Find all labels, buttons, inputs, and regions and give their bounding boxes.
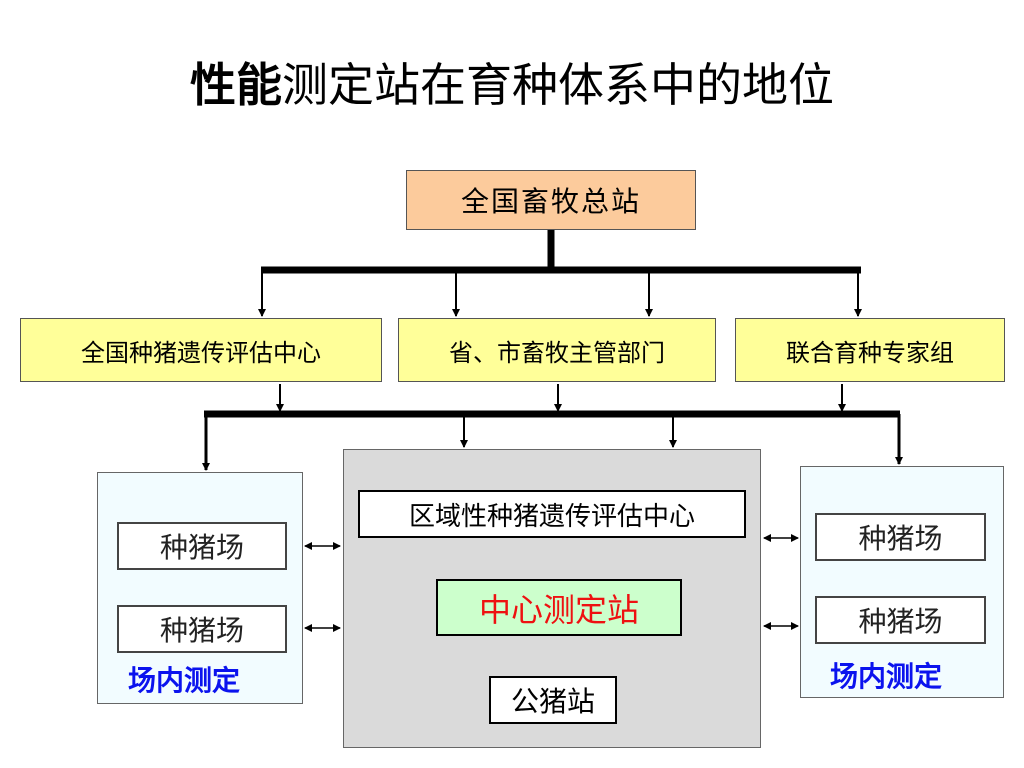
- provincial-department-box: 省、市畜牧主管部门: [398, 318, 716, 382]
- expert-group-box: 联合育种专家组: [735, 318, 1005, 382]
- right-farm-box-2: 种猪场: [815, 596, 986, 644]
- left-farm-panel: [97, 472, 303, 704]
- left-onfarm-testing-label: 场内测定: [128, 664, 241, 697]
- boar-station-box: 公猪站: [489, 676, 617, 724]
- left-farm-box-1: 种猪场: [117, 522, 287, 570]
- title-rest-part: 测定站在育种体系中的地位: [282, 58, 834, 112]
- national-station-box: 全国畜牧总站: [406, 170, 696, 230]
- regional-evaluation-center-box: 区域性种猪遗传评估中心: [358, 490, 746, 538]
- right-onfarm-testing-label: 场内测定: [830, 660, 943, 693]
- page-title: 性能测定站在育种体系中的地位: [0, 58, 1024, 113]
- right-farm-panel: [800, 466, 1004, 698]
- left-farm-box-2: 种猪场: [117, 605, 287, 653]
- right-farm-box-1: 种猪场: [815, 513, 986, 561]
- title-bold-part: 性能: [190, 58, 282, 112]
- national-evaluation-center-box: 全国种猪遗传评估中心: [20, 318, 382, 382]
- central-testing-station-box: 中心测定站: [436, 579, 682, 636]
